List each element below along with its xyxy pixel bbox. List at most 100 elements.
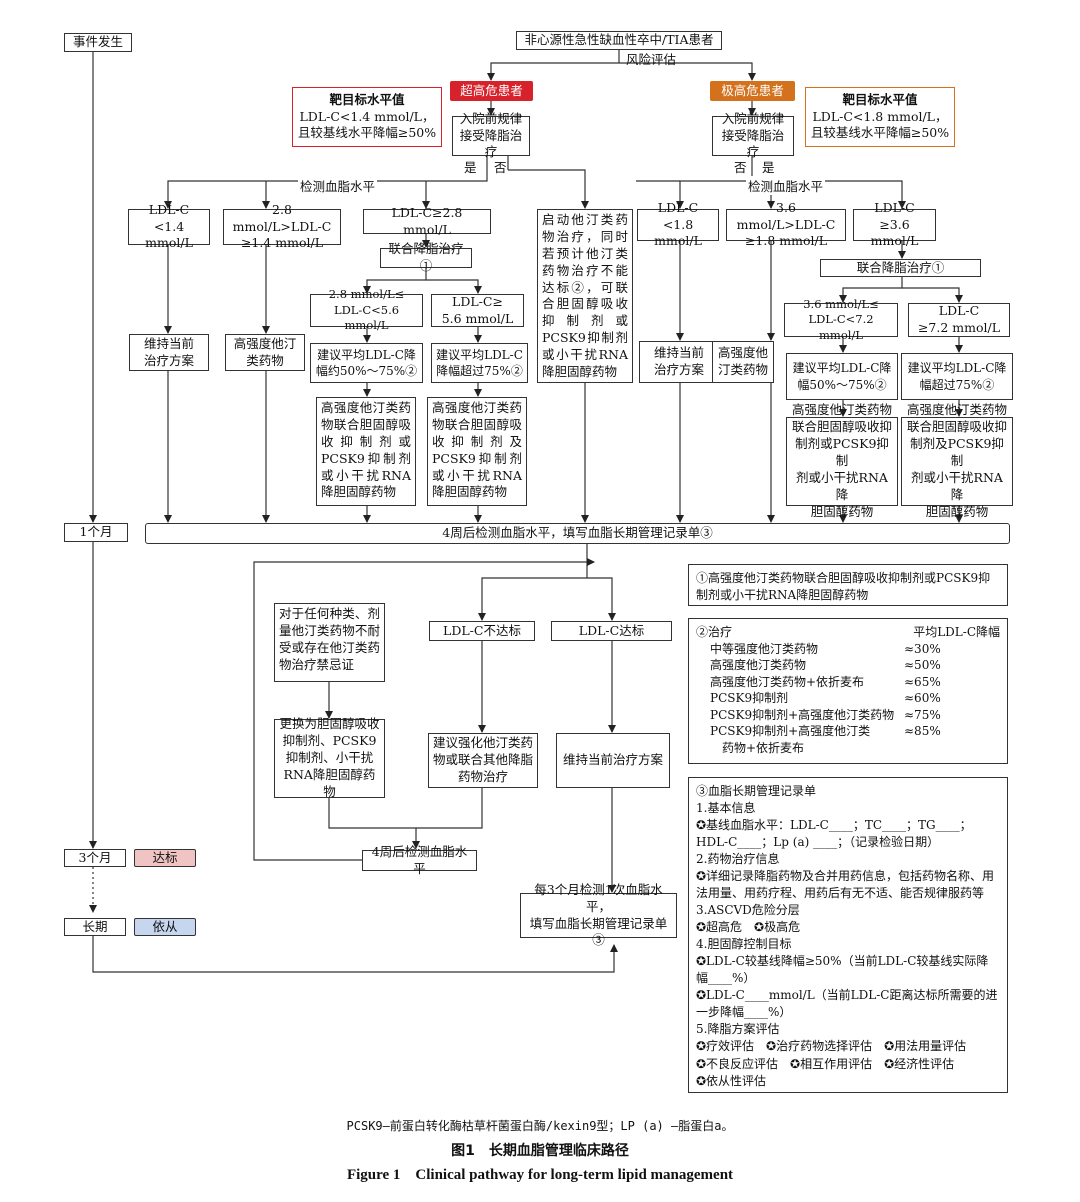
not-reached-box: LDL-C不达标 <box>429 621 535 641</box>
note3-line: 5.降脂方案评估 <box>696 1022 780 1037</box>
ultra-combine: 联合降脂治疗① <box>380 241 472 273</box>
ultra-b1: LDL-C <1.4 mmol/L <box>128 202 210 250</box>
note3-line: ③血脂长期管理记录单 <box>696 784 817 798</box>
note3-line: 1.基本信息 <box>696 801 756 816</box>
intolerant-box: 对于任何种类、剂量他汀类药物不耐受或存在他汀类药物治疗禁忌证 <box>274 603 385 682</box>
very-d3b: 高强度他汀类药物 联合胆固醇吸收抑 制剂及PCSK9抑制 剂或小干扰RNA降 胆… <box>901 402 1013 519</box>
note2-row-treatment: PCSK9抑制剂 <box>710 691 789 706</box>
note3-line: ✪依从性评估 <box>696 1073 767 1088</box>
note2-row-value: ≈50% <box>904 658 941 673</box>
note3-line: ✪基线血脂水平：LDL-C____；TC____；TG____； <box>696 818 972 833</box>
ultra-question-box: 入院前规律 接受降脂治疗 <box>452 111 530 159</box>
note2-row-value: ≈65% <box>904 674 941 689</box>
switch-box: 更换为胆固醇吸收抑制剂、PCSK9抑制剂、小干扰RNA降胆固醇药物 <box>274 716 385 799</box>
ultra-target-title: 靶目标水平值 <box>329 91 405 107</box>
abbreviations: PCSK9—前蛋白转化酶枯草杆菌蛋白酶/kexin9型；LP (a) —脂蛋白a… <box>346 1119 734 1133</box>
note2-row-value: ≈85% <box>904 724 941 739</box>
note2-row: 高强度他汀类药物 ≈50% <box>696 657 1000 674</box>
ultra-d3b: 高强度他汀类药物联合胆固醇吸收抑制剂及PCSK9抑制剂或小干扰RNA降胆固醇药物 <box>427 397 527 506</box>
ultra-no-label: 否 <box>494 160 507 175</box>
note3-lines: ③血脂长期管理记录单 1.基本信息 ✪基线血脂水平：LDL-C____；TC____… <box>696 783 1000 1090</box>
ultra-high-badge: 超高危患者 <box>450 81 533 101</box>
very-b1: LDL-C <1.8 mmol/L <box>637 200 719 248</box>
very-yes-label: 是 <box>762 160 775 175</box>
ultra-b3a: 2.8 mmol/L≤ LDL-C<5.6 mmol/L <box>310 287 423 332</box>
ultra-t2: 高强度他汀 类药物 <box>225 334 305 371</box>
very-t3a: 建议平均LDL-C降 幅50%～75%② <box>786 353 898 400</box>
note2-row: 高强度他汀类药物+依折麦布 ≈65% <box>696 674 1000 691</box>
very-no-label: 否 <box>734 160 747 175</box>
every3-box: 每3个月检测1次血脂水平， 填写血脂长期管理记录单③ <box>520 882 677 947</box>
note3-line: 4.胆固醇控制目标 <box>696 937 792 952</box>
month1-box: 1个月 <box>64 523 128 542</box>
recheck-box: 4周后检测血脂水平 <box>362 844 477 876</box>
note2-row-treatment: 中等强度他汀类药物 <box>710 641 819 656</box>
note3-line: 2.药物治疗信息 <box>696 852 780 867</box>
start-statin-box: 启动他汀类药物治疗，同时若预计他汀类药物治疗不能达标②，可联合胆固醇吸收抑制剂或… <box>537 209 633 383</box>
note2-row-treatment: PCSK9抑制剂+高强度他汀类药物 <box>710 707 895 722</box>
risk-assess-label: 风险评估 <box>626 52 677 67</box>
comply-badge: 依从 <box>134 918 196 936</box>
note2-box: ②治疗平均LDL-C降幅 中等强度他汀类药物≈30%高强度他汀类药物≈50%高强… <box>688 618 1008 764</box>
ultra-t3b: 建议平均LDL-C 降幅超过75%② <box>431 343 528 383</box>
note3-line: ✪疗效评估 ✪治疗药物选择评估 ✪用法用量评估 <box>696 1039 967 1054</box>
very-target-box: 靶目标水平值 LDL-C<1.8 mmol/L， 且较基线水平降幅≥50% <box>805 87 955 147</box>
note3-line: ✪超高危 ✪极高危 <box>696 920 801 935</box>
very-check-label: 检测血脂水平 <box>746 176 826 195</box>
very-t1: 维持当前 治疗方案 <box>639 341 719 383</box>
ultra-b3: LDL-C≥2.8 mmol/L <box>363 205 491 237</box>
note3-line: 3.ASCVD危险分层 <box>696 903 800 918</box>
note2-head-left: ②治疗 <box>696 625 733 639</box>
very-b2: 3.6 mmol/L>LDL-C ≥1.8 mmol/L <box>726 200 846 248</box>
ultra-target-text: LDL-C<1.4 mmol/L， 且较基线水平降幅≥50% <box>297 108 437 141</box>
note2-rows: 中等强度他汀类药物 ≈30% 高强度他汀类药物 ≈50% 高强度他汀类药物+依折麦布 ≈6… <box>696 641 1000 757</box>
note3-line: ✪LDL-C较基线降幅≥50%（当前LDL-C较基线实际降幅____%） <box>696 954 989 986</box>
note2-header: ②治疗 平均LDL-C降幅 <box>696 624 1000 641</box>
reached-box: LDL-C达标 <box>551 621 672 641</box>
patient-box: 非心源性急性缺血性卒中/TIA患者 <box>516 31 722 50</box>
intensify-box: 建议强化他汀类药物或联合其他降脂药物治疗 <box>428 733 538 788</box>
very-target-title: 靶目标水平值 <box>842 91 918 107</box>
ultra-target-box: 靶目标水平值 LDL-C<1.4 mmol/L， 且较基线水平降幅≥50% <box>292 87 442 147</box>
note2-head-right: 平均LDL-C降幅 <box>913 625 1000 639</box>
note2-row-treatment: PCSK9抑制剂+高强度他汀类 药物+依折麦布 <box>710 724 871 755</box>
very-b3a: 3.6 mmol/L≤ LDL-C<7.2 mmol/L <box>784 297 898 342</box>
ultra-yes-label: 是 <box>464 160 477 175</box>
longterm-box: 长期 <box>64 918 126 936</box>
very-t2: 高强度他 汀类药物 <box>712 341 774 383</box>
note2-row-treatment: 高强度他汀类药物 <box>710 658 807 673</box>
event-box: 事件发生 <box>64 33 132 52</box>
note2-row-value: ≈75% <box>904 707 941 722</box>
very-combine: 联合降脂治疗① <box>820 259 981 277</box>
ultra-t3a: 建议平均LDL-C降 幅约50%～75%② <box>310 343 423 383</box>
ultra-t1: 维持当前 治疗方案 <box>129 334 209 371</box>
very-target-text: LDL-C<1.8 mmol/L， 且较基线水平降幅≥50% <box>810 108 950 141</box>
note3-line: ✪详细记录降脂药物及合并用药信息，包括药物名称、用法用量、用药疗程、用药后有无不… <box>696 869 995 901</box>
ultra-b2: 2.8 mmol/L>LDL-C ≥1.4 mmol/L <box>223 202 341 250</box>
note3-line: ✪LDL-C____mmol/L（当前LDL-C距离达标所需要的进一步降幅___… <box>696 988 998 1020</box>
very-t3b: 建议平均LDL-C降 幅超过75%② <box>901 353 1013 400</box>
note2-row-value: ≈30% <box>904 641 941 656</box>
note2-row: PCSK9抑制剂 ≈60% <box>696 690 1000 707</box>
very-question-box: 入院前规律 接受降脂治疗 <box>712 111 794 159</box>
note2-row: 中等强度他汀类药物 ≈30% <box>696 641 1000 658</box>
very-d3a: 高强度他汀类药物 联合胆固醇吸收抑 制剂或PCSK9抑制 剂或小干扰RNA降 胆… <box>786 402 898 519</box>
note2-row-value: ≈60% <box>904 691 941 706</box>
ultra-d3a: 高强度他汀类药物联合胆固醇吸收抑制剂或PCSK9抑制剂或小干扰RNA降胆固醇药物 <box>316 397 416 506</box>
note3-line: ✪不良反应评估 ✪相互作用评估 ✪经济性评估 <box>696 1056 955 1071</box>
month1-bar: 4周后检测血脂水平，填写血脂长期管理记录单③ <box>145 523 1010 544</box>
note1-box: ①高强度他汀类药物联合胆固醇吸收抑制剂或PCSK9抑制剂或小干扰RNA降胆固醇药… <box>688 564 1008 606</box>
note2-row: PCSK9抑制剂+高强度他汀类药物 ≈75% <box>696 707 1000 724</box>
figure-title-en: Figure 1 Clinical pathway for long-term … <box>346 1167 734 1183</box>
ultra-b3b: LDL-C≥ 5.6 mmol/L <box>431 294 524 327</box>
very-high-badge: 极高危患者 <box>710 81 795 101</box>
reached-badge: 达标 <box>134 849 196 867</box>
note2-row-treatment: 高强度他汀类药物+依折麦布 <box>710 674 865 689</box>
note3-box: ③血脂长期管理记录单 1.基本信息 ✪基线血脂水平：LDL-C____；TC____… <box>688 777 1008 1093</box>
figure-title-cn: 图1 长期血脂管理临床路径 <box>451 1143 629 1159</box>
very-b3: LDL-C ≥3.6 mmol/L <box>853 200 936 248</box>
very-b3b: LDL-C ≥7.2 mmol/L <box>908 303 1010 337</box>
month3-box: 3个月 <box>64 849 126 867</box>
note2-row: PCSK9抑制剂+高强度他汀类 药物+依折麦布 ≈85% <box>696 723 1000 756</box>
